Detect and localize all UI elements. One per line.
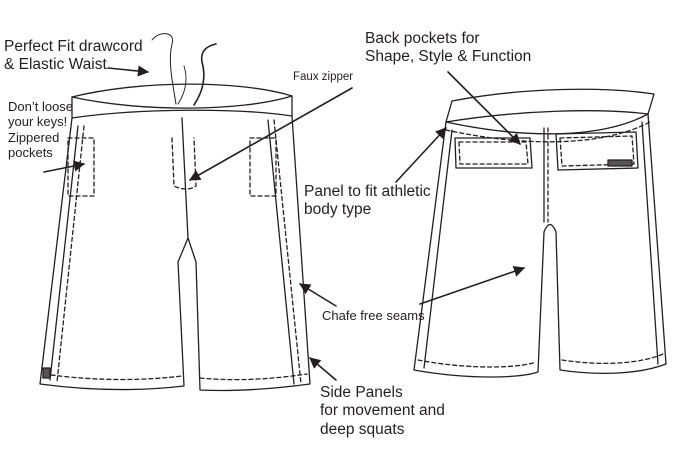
drawcord-3 xyxy=(177,65,187,105)
label-side-line-2: for movement and xyxy=(320,402,445,420)
front-side-panel-right-stitch xyxy=(273,119,302,385)
label-keys-line-3: Zippered xyxy=(8,129,60,145)
front-shorts xyxy=(39,33,311,392)
arrow-panel xyxy=(395,127,447,183)
arrow-back-pockets xyxy=(447,71,521,145)
arrow-side-panels xyxy=(309,357,337,381)
label-side-line-1: Side Panels xyxy=(320,384,403,401)
label-chafe-text: Chafe free seams xyxy=(322,308,425,323)
back-pocket-right xyxy=(555,131,639,171)
callout-arrows xyxy=(43,65,526,381)
front-hem-left xyxy=(43,373,183,381)
front-waistband xyxy=(71,83,293,119)
label-athletic-panel: Panel to fit athletic body type xyxy=(304,183,431,220)
label-keys-line-1: Don’t loose xyxy=(8,99,74,114)
front-side-panel-right xyxy=(267,119,295,385)
label-drawcord-line-1: Perfect Fit drawcord xyxy=(4,38,143,55)
front-waistband-top xyxy=(71,95,293,109)
back-waistband xyxy=(445,88,655,123)
label-keys-line-2: your keys! xyxy=(8,114,68,130)
back-pocket-right-stitch xyxy=(559,135,635,167)
back-shorts xyxy=(413,88,667,378)
drawcord xyxy=(151,33,177,105)
front-outline xyxy=(39,115,311,392)
back-yoke xyxy=(445,113,649,135)
front-center-seam xyxy=(181,117,189,239)
back-hem-left xyxy=(417,359,537,368)
label-faux-zipper: Faux zipper xyxy=(293,71,353,85)
arrow-faux-zipper xyxy=(189,87,353,181)
front-side-panel-left xyxy=(49,125,79,381)
label-panel-line-2: body type xyxy=(304,201,372,219)
front-hem-right xyxy=(199,373,308,381)
label-back-line-1: Back pockets for xyxy=(365,30,480,47)
arrow-zippered-pockets xyxy=(43,160,86,173)
label-back-line-2: Shape, Style & Function xyxy=(365,48,532,66)
arrow-chafe-right xyxy=(419,266,526,305)
arrow-drawcord xyxy=(107,65,150,77)
back-side-panel-left xyxy=(423,129,453,369)
drawcord-2 xyxy=(193,43,217,106)
back-outline xyxy=(413,113,667,378)
label-keys-line-4: pockets xyxy=(8,144,53,160)
hem-tab xyxy=(42,367,51,379)
back-pocket-left xyxy=(454,137,533,169)
faux-zipper xyxy=(171,137,197,190)
back-pocket-left-stitch xyxy=(458,141,529,165)
back-hem-right xyxy=(561,353,664,365)
label-chafe-free-seams: Chafe free seams xyxy=(322,308,425,323)
label-side-line-3: deep squats xyxy=(320,420,405,438)
back-side-panel-right xyxy=(641,121,659,365)
label-side-panels: Side Panels for movement and deep squats xyxy=(320,384,445,439)
label-zippered-pockets: Don’t loose your keys! Zippered pockets xyxy=(8,99,73,160)
arrow-chafe-left xyxy=(299,283,337,307)
back-logo-tag xyxy=(607,159,633,167)
label-drawcord-line-2: & Elastic Waist xyxy=(4,56,107,74)
label-faux-zipper-text: Faux zipper xyxy=(293,71,354,83)
label-back-pockets: Back pockets for Shape, Style & Function xyxy=(365,30,531,67)
label-drawcord: Perfect Fit drawcord & Elastic Waist xyxy=(4,38,143,75)
label-panel-line-1: Panel to fit athletic xyxy=(304,183,431,200)
